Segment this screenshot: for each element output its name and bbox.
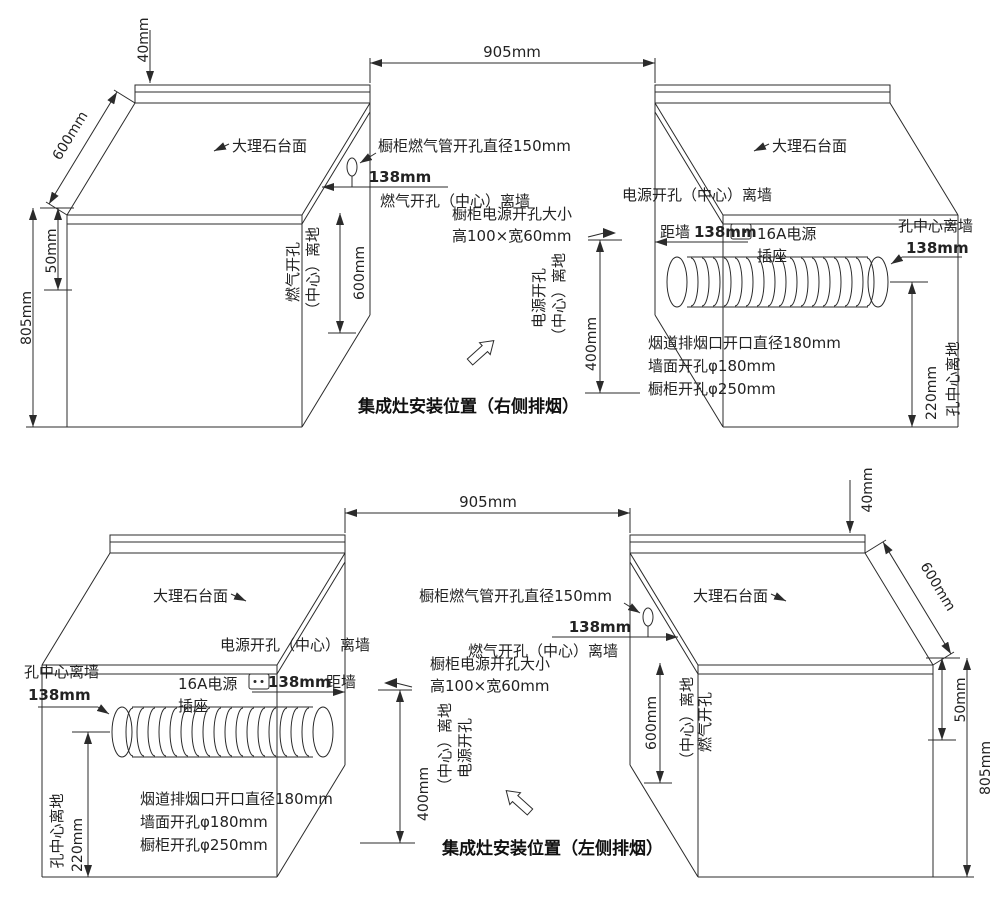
power-hole-pointer-icon	[603, 228, 616, 238]
top-dim-power-floor: 400mm	[584, 317, 600, 371]
flue-duct	[666, 256, 889, 308]
top-label-power-wall-prefix: 距墙	[660, 223, 690, 241]
bottom-label-marble-left: 大理石台面	[153, 587, 228, 605]
bottom-label-gas-pipe-hole: 橱柜燃气管开孔直径150mm	[419, 587, 612, 605]
bottom-label-power-wall-prefix: 距墙	[326, 673, 356, 691]
top-label-flue-1: 烟道排烟口开口直径180mm	[648, 334, 841, 352]
bottom-dim-gas-wall: 138mm	[569, 618, 632, 636]
bottom-label-flue-2: 墙面开孔φ180mm	[140, 813, 268, 831]
bottom-label-power-floor-1: 电源开孔	[456, 718, 474, 778]
top-label-gas-pipe-hole: 橱柜燃气管开孔直径150mm	[378, 137, 571, 155]
bottom-dim-counter-front: 50mm	[953, 677, 969, 722]
bottom-label-socket-2: 插座	[178, 697, 208, 715]
bottom-dim-counter-depth: 600mm	[917, 560, 959, 614]
cabinet-right	[654, 84, 959, 428]
top-dim-counter-front: 50mm	[44, 228, 60, 273]
bottom-label-flue-3: 橱柜开孔φ250mm	[140, 836, 268, 854]
bottom-label-marble-right: 大理石台面	[693, 587, 768, 605]
gas-hole-icon	[346, 157, 358, 177]
top-label-socket-1: 16A电源	[757, 225, 816, 243]
cabinet-left	[66, 84, 371, 428]
bottom-dim-cabinet-height: 805mm	[978, 741, 994, 795]
bottom-label-power-floor-2: （中心）离地	[436, 703, 454, 793]
top-label-power-from-wall: 电源开孔（中心）离墙	[622, 186, 772, 204]
top-dim-power-wall: 138mm	[694, 223, 757, 241]
bottom-label-socket-1: 16A电源	[178, 675, 237, 693]
top-label-flue-from-wall: 孔中心离墙	[898, 217, 973, 235]
bottom-dim-power-floor: 400mm	[416, 767, 432, 821]
top-label-power-hole-size-2: 高100×宽60mm	[452, 227, 572, 245]
top-dim-gas-floor: 600mm	[352, 246, 368, 300]
top-dim-gap-width: 905mm	[483, 43, 541, 61]
bottom-label-gas-from-wall: 燃气开孔（中心）离墙	[468, 642, 618, 660]
bottom-dim-backsplash: 40mm	[860, 467, 876, 512]
top-dim-gas-wall: 138mm	[369, 168, 432, 186]
top-dim-flue-wall: 138mm	[906, 239, 969, 257]
top-title: 集成灶安装位置（右侧排烟）	[357, 396, 579, 417]
top-label-power-floor-1: 电源开孔	[530, 268, 548, 328]
bottom-label-power-from-wall: 电源开孔（中心）离墙	[220, 636, 370, 654]
bottom-label-flue-from-floor: 孔中心离地	[48, 793, 66, 868]
bottom-dim-gas-floor: 600mm	[644, 696, 660, 750]
top-label-gas-floor-2: （中心）离地	[304, 227, 322, 317]
bottom-label-gas-floor-1: 燃气开孔	[696, 692, 714, 752]
marble-left-arrow-icon	[213, 142, 230, 152]
bottom-dim-gap-width: 905mm	[459, 493, 517, 511]
top-label-power-hole-size-1: 橱柜电源开孔大小	[452, 205, 572, 223]
top-label-socket-2: 插座	[757, 247, 787, 265]
bottom-dim-power-wall: 138mm	[268, 673, 331, 691]
top-dim-cabinet-height: 805mm	[19, 291, 35, 345]
linework-right-exhaust	[26, 30, 962, 428]
bottom-label-flue-1: 烟道排烟口开口直径180mm	[140, 790, 333, 808]
bottom-title: 集成灶安装位置（左侧排烟）	[441, 838, 663, 859]
top-label-flue-from-floor: 孔中心离地	[944, 341, 962, 416]
top-label-marble-right: 大理石台面	[772, 137, 847, 155]
top-label-gas-floor-1: 燃气开孔	[284, 242, 302, 302]
top-dim-backsplash: 40mm	[136, 17, 152, 62]
bottom-diagram-labels: 905mm 40mm 600mm 50mm 805mm 大理石台面 大理石台面 …	[24, 467, 994, 872]
bottom-label-flue-from-wall: 孔中心离墙	[24, 663, 99, 681]
top-diagram-labels: 905mm 40mm 600mm 50mm 805mm 大理石台面 大理石台面 …	[19, 17, 973, 420]
bottom-dim-flue-wall: 138mm	[28, 686, 91, 704]
top-label-gas-from-wall: 燃气开孔（中心）离墙	[380, 192, 530, 210]
top-dim-flue-floor: 220mm	[924, 366, 940, 420]
top-dim-counter-depth: 600mm	[50, 109, 92, 163]
socket-icon	[730, 223, 752, 240]
direction-arrow-icon	[466, 339, 495, 366]
top-label-marble-left: 大理石台面	[232, 137, 307, 155]
bottom-dim-flue-floor: 220mm	[70, 818, 86, 872]
top-label-power-floor-2: （中心）离地	[550, 253, 568, 343]
marble-right-arrow-icon	[753, 142, 770, 152]
bottom-label-power-hole-size-2: 高100×宽60mm	[430, 677, 550, 695]
top-label-flue-3: 橱柜开孔φ250mm	[648, 380, 776, 398]
bottom-label-power-hole-size-1: 橱柜电源开孔大小	[430, 655, 550, 673]
top-label-flue-2: 墙面开孔φ180mm	[648, 357, 776, 375]
bottom-label-gas-floor-2: （中心）离地	[678, 677, 696, 767]
